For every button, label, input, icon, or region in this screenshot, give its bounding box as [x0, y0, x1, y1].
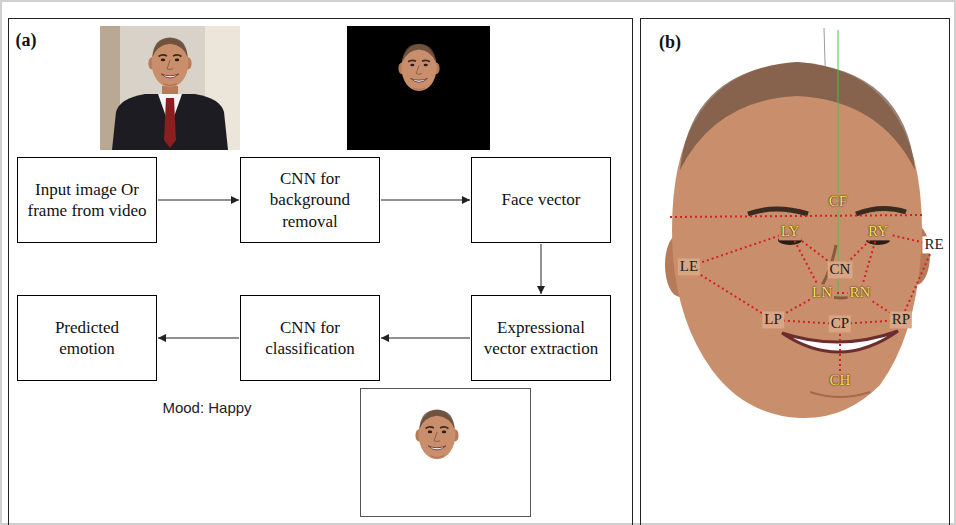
flow-arrow	[158, 338, 239, 339]
panel-frame	[641, 19, 950, 525]
landmark-label: RE	[922, 236, 945, 253]
box-label: Predicted emotion	[27, 317, 147, 360]
box-label: Face vector	[502, 189, 581, 210]
masked-photo	[347, 26, 490, 150]
panel-label: (b)	[657, 32, 683, 53]
process-box: Face vector	[471, 157, 611, 243]
box-label: CNN for classification	[250, 317, 370, 360]
landmark-label: LP	[762, 311, 784, 328]
photo-frame	[361, 389, 531, 517]
landmark-label: CN	[828, 261, 853, 278]
landmark-label: RN	[848, 284, 873, 301]
face-skin	[672, 62, 922, 418]
axis-line	[838, 30, 839, 300]
box-label: CNN for background removal	[250, 168, 370, 232]
box-label: Expressional vector extraction	[481, 317, 601, 360]
process-box: Expressional vector extraction	[471, 295, 611, 381]
landmark-label: LY	[779, 223, 802, 240]
eyebrow	[856, 208, 906, 214]
flow-arrow	[541, 244, 542, 294]
process-box: CNN for background removal	[240, 157, 380, 243]
landmark-label: CF	[827, 193, 849, 210]
suit	[112, 94, 228, 150]
face	[415, 409, 458, 459]
eyebrow	[748, 209, 808, 214]
flow-arrow	[158, 200, 239, 201]
process-box: Input image Or frame from video	[17, 157, 157, 243]
panel-label: Mood: Happy	[160, 399, 253, 416]
process-box: Predicted emotion	[17, 295, 157, 381]
flow-arrow	[381, 338, 470, 339]
landmark-label: RP	[890, 311, 912, 328]
box-label: Input image Or frame from video	[27, 179, 147, 222]
landmark-lines	[670, 215, 934, 381]
flow-arrow	[381, 200, 470, 201]
panel-frame	[9, 19, 633, 525]
landmark-face	[665, 28, 934, 418]
tie	[164, 98, 176, 148]
chin	[810, 392, 870, 397]
landmark-label: CH	[828, 372, 853, 389]
process-box: CNN for classification	[240, 295, 380, 381]
photo-background	[100, 26, 240, 150]
output-photo	[361, 389, 531, 517]
face	[148, 37, 191, 87]
hair	[680, 62, 915, 170]
panel-label: (a)	[14, 30, 39, 51]
landmark-label: CP	[829, 315, 851, 332]
face	[398, 44, 439, 91]
landmark-label: LN	[810, 284, 834, 301]
landmark-label: RY	[866, 223, 890, 240]
landmark-label: LE	[678, 258, 700, 275]
photo-background	[347, 26, 490, 150]
input-photo	[100, 26, 240, 150]
